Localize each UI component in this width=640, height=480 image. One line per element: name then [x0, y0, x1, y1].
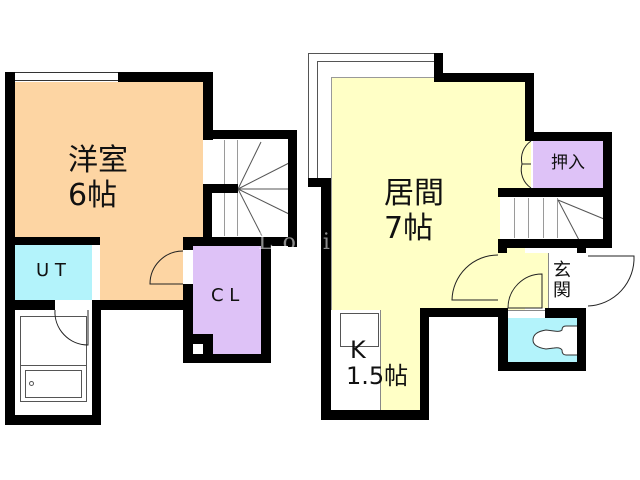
drain-icon: [29, 381, 34, 386]
wall: [321, 178, 331, 420]
bath-door-opening[interactable]: [55, 300, 92, 310]
wall: [525, 132, 612, 141]
stair-line: [543, 198, 544, 238]
western-room-size: 6帖: [68, 178, 118, 213]
wall: [498, 239, 612, 248]
wall: [118, 72, 212, 82]
wall: [183, 354, 271, 363]
wall: [261, 237, 271, 362]
wall: [203, 334, 213, 354]
oshiire-door-opening[interactable]: [498, 140, 531, 190]
bathtub-divider: [20, 365, 87, 366]
wall: [525, 73, 534, 141]
kitchen-size: 1.5帖: [346, 362, 409, 390]
wall: [92, 300, 101, 417]
wall: [577, 239, 586, 253]
living-room-size: 7帖: [384, 211, 434, 246]
living-room-upper-right: [434, 82, 524, 132]
wall: [203, 72, 213, 140]
wall: [498, 239, 507, 253]
entrance-label-bottom: 関: [553, 280, 571, 301]
toilet-door-opening[interactable]: [508, 310, 545, 318]
wall: [203, 184, 212, 239]
stair-line: [528, 198, 529, 238]
sink: [340, 313, 379, 347]
utility-label: U T: [36, 260, 66, 281]
wall: [434, 53, 443, 82]
wall: [498, 362, 586, 371]
wall: [288, 130, 297, 247]
entrance-door-opening[interactable]: [586, 256, 588, 306]
entrance-label-top: 玄: [553, 260, 571, 281]
watermark: Lo i: [258, 230, 340, 255]
window: [15, 72, 118, 81]
wall: [203, 130, 297, 139]
wall: [498, 188, 612, 197]
utility-room[interactable]: [15, 245, 92, 300]
closet-label: C L: [211, 285, 240, 306]
wall: [5, 237, 100, 245]
wall: [420, 308, 508, 317]
oshiire-label: 押入: [551, 153, 585, 173]
wall: [434, 73, 534, 82]
wall: [5, 415, 101, 425]
wall: [577, 308, 586, 371]
hallway[interactable]: [508, 253, 548, 308]
wall: [183, 237, 193, 362]
stair-line: [557, 198, 558, 238]
bathtub-outline: [20, 316, 87, 402]
oshiire-closet[interactable]: [533, 141, 603, 188]
wall: [498, 308, 508, 370]
staircase-lower[interactable]: [500, 196, 604, 240]
entrance[interactable]: [548, 253, 576, 308]
wall: [183, 237, 297, 246]
wall: [203, 184, 238, 193]
ut-gap: [92, 245, 100, 300]
pipe-space: [193, 344, 203, 354]
balcony-inner-outline: [317, 61, 434, 183]
kitchen-label: K: [350, 336, 366, 364]
wall: [545, 308, 586, 318]
wall: [308, 178, 330, 187]
stair-line: [514, 198, 515, 238]
closet-door-opening[interactable]: [183, 250, 193, 284]
balcony-outline: [308, 53, 434, 183]
living-room-label: 居間: [384, 176, 444, 211]
wall: [420, 308, 429, 420]
western-room-label: 洋室: [68, 143, 128, 178]
bathtub: [25, 370, 82, 398]
wall: [321, 410, 429, 420]
